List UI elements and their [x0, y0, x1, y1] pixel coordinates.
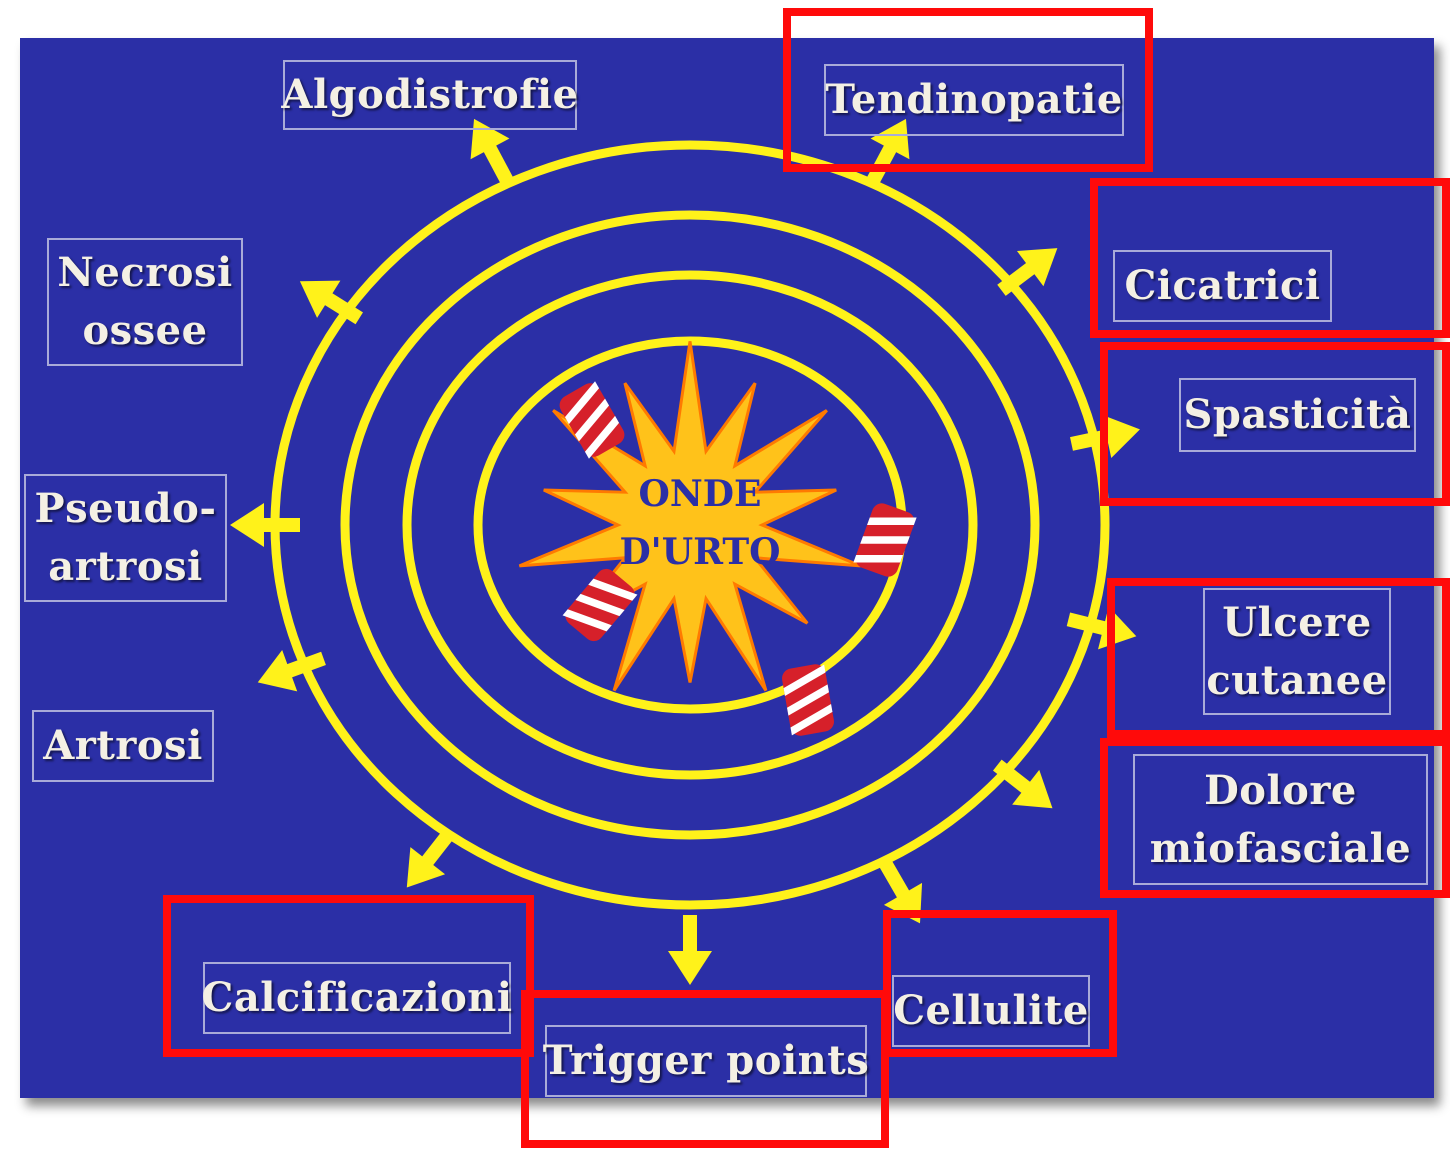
highlight-trigger-points [521, 990, 889, 1148]
cracker-fragment-2 [853, 501, 918, 580]
label-pseudoartrosi: Pseudo- artrosi [24, 474, 227, 602]
arrow-pseudoartrosi-head [230, 503, 264, 547]
center-label-line-1: ONDE [560, 465, 840, 523]
highlight-tendinopatie [783, 8, 1153, 172]
highlight-calcificazioni [163, 895, 534, 1057]
center-label-line-2: D'URTO [560, 523, 840, 581]
highlight-cellulite [883, 910, 1117, 1057]
label-artrosi: Artrosi [32, 710, 214, 782]
label-necrosi-ossee: Necrosi ossee [47, 238, 243, 366]
cracker-fragment-4 [780, 663, 835, 738]
highlight-ulcere-cutanee [1107, 578, 1450, 738]
arrow-trigger-head [668, 951, 712, 985]
center-label: ONDE D'URTO [560, 465, 840, 581]
highlight-dolore-miofasciale [1100, 738, 1450, 898]
label-algodistrofie: Algodistrofie [283, 60, 577, 130]
highlight-spasticita [1100, 342, 1450, 506]
highlight-cicatrici [1090, 178, 1450, 338]
